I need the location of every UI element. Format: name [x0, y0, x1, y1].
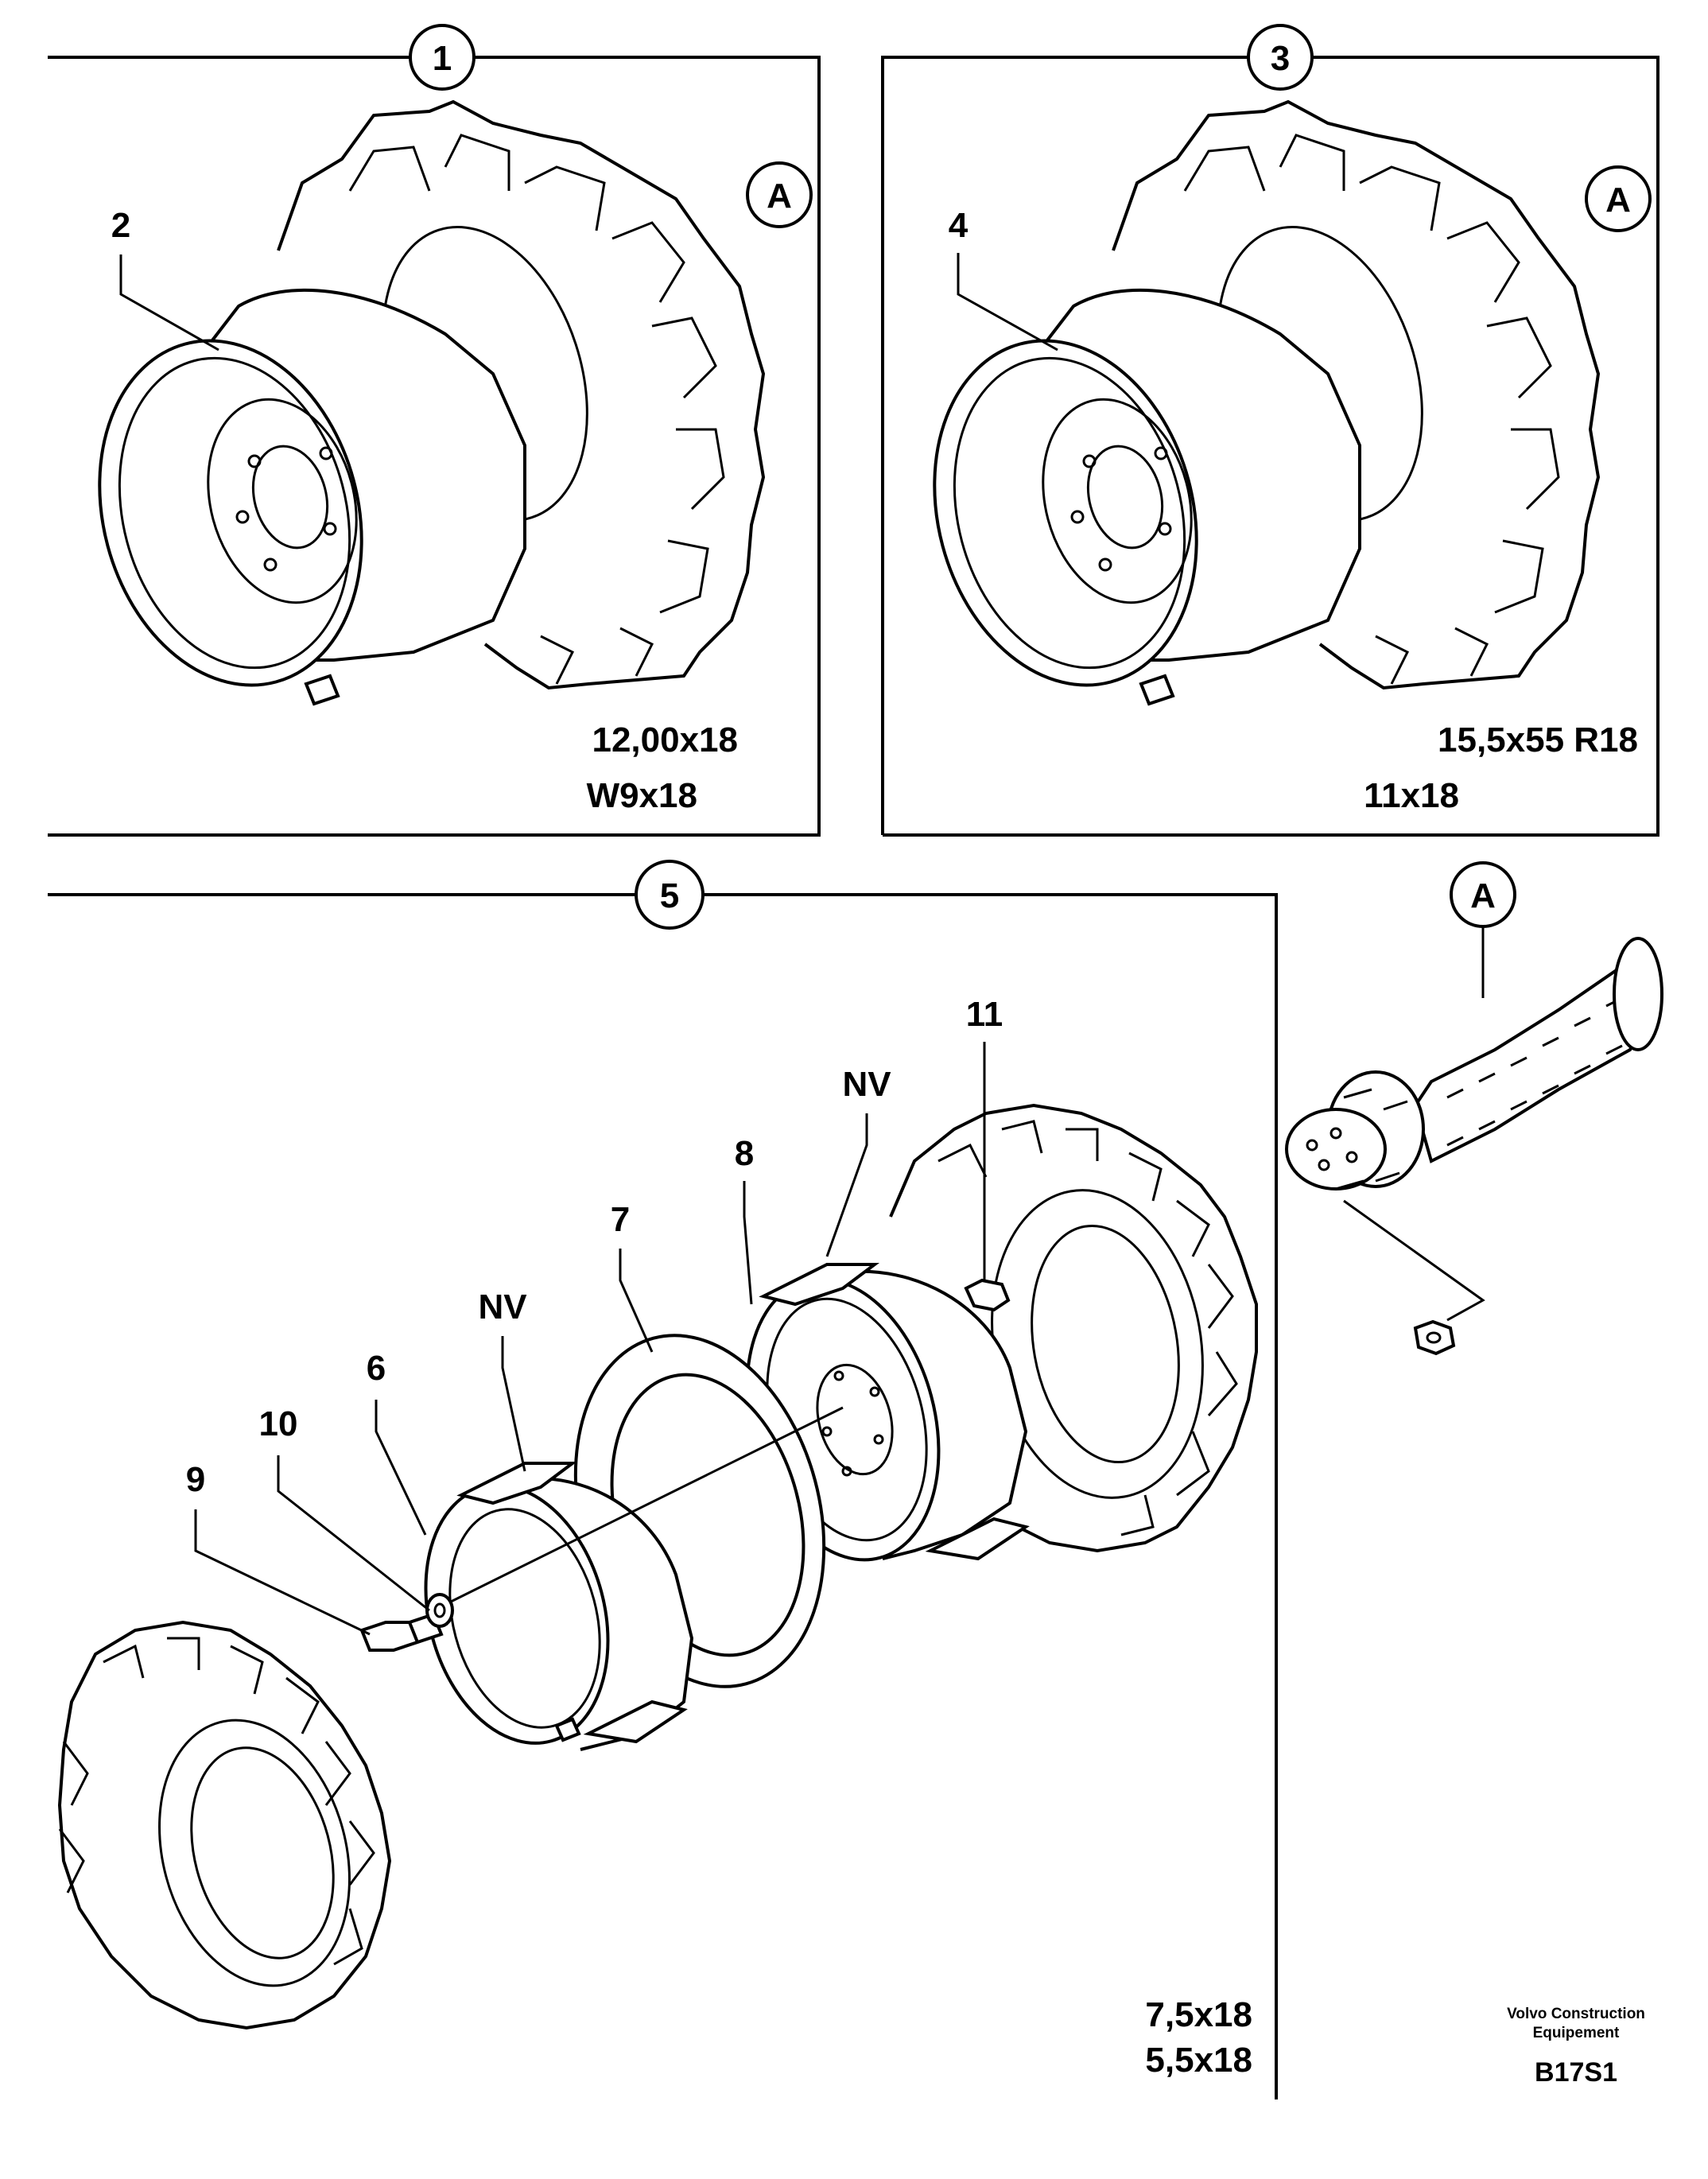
- part-4-label: 4: [949, 206, 969, 245]
- part-7-label: 7: [611, 1200, 630, 1239]
- callout-5-circle: [635, 860, 705, 930]
- tyre-front: [57, 1620, 392, 2030]
- part-nv-lower-label: NV: [478, 1288, 527, 1326]
- panel-1-rim-size: W9x18: [587, 776, 697, 815]
- part-8-label: 8: [735, 1134, 754, 1173]
- part-10-label: 10: [259, 1404, 298, 1443]
- callout-3-circle: [1247, 24, 1314, 91]
- callout-3: 3: [1271, 39, 1290, 78]
- part-nv-upper-label: NV: [842, 1065, 891, 1104]
- footer: Volvo Construction Equipement B17S1: [1507, 2006, 1645, 2088]
- panel-3-rim-size: 11x18: [1364, 776, 1459, 815]
- panel-5: 5: [48, 860, 1278, 2099]
- part-11-label: 11: [966, 995, 1003, 1034]
- part-6-label: 6: [367, 1349, 386, 1388]
- wheel-nut: [964, 1278, 1011, 1312]
- callout-a-1-circle: [746, 161, 813, 228]
- brand-line-1: Volvo Construction: [1507, 2006, 1645, 2022]
- tyre-rear: [889, 1103, 1258, 1553]
- washer: [425, 1593, 454, 1628]
- callout-5: 5: [660, 876, 679, 915]
- panel-3: 3 4 A: [881, 24, 1659, 837]
- callout-a-1: A: [767, 177, 792, 216]
- part-2-label: 2: [111, 206, 130, 245]
- panel-1: 1: [48, 24, 821, 837]
- tyre-with-rim-1: [98, 99, 766, 706]
- callout-a-3: A: [1605, 181, 1631, 219]
- part-9-label: 9: [186, 1460, 205, 1499]
- drawing-code: B17S1: [1535, 2057, 1617, 2088]
- callout-a-3-circle: [1585, 165, 1652, 232]
- detail-a: A: [1285, 861, 1663, 1356]
- panel-5-rim-size-b: 5,5x18: [1145, 2041, 1252, 2080]
- bolt: [359, 1612, 444, 1652]
- rim-outer: [424, 1462, 694, 1751]
- hub-nut: [1413, 1319, 1456, 1356]
- callout-1-circle: [409, 24, 476, 91]
- brand-line-2: Equipement: [1533, 2025, 1620, 2041]
- tyre-with-rim-3: [933, 99, 1601, 706]
- callout-a-detail: A: [1470, 876, 1496, 915]
- panel-3-tyre-size: 15,5x55 R18: [1438, 721, 1638, 759]
- panel-5-rim-size-a: 7,5x18: [1145, 1995, 1252, 2034]
- panel-1-tyre-size: 12,00x18: [592, 721, 738, 759]
- callout-1: 1: [433, 39, 452, 78]
